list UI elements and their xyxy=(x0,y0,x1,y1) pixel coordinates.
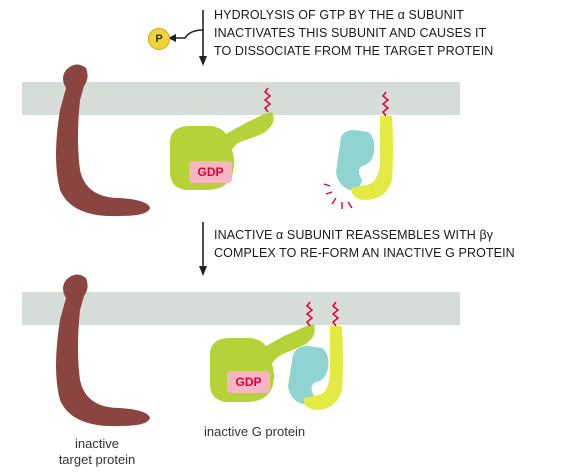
gdp-box-bottom xyxy=(227,371,270,393)
phosphate-label: P xyxy=(155,33,163,45)
phosphate-icon: P xyxy=(148,28,170,50)
lipid-anchor-icon xyxy=(305,301,314,327)
step1-line1: HYDROLYSIS OF GTP BY THE α SUBUNIT xyxy=(214,8,465,22)
g-protein-label: inactive G protein xyxy=(204,424,306,439)
target-protein-top xyxy=(56,64,150,217)
release-arrow xyxy=(172,29,204,39)
target-protein-label: inactive target protein xyxy=(42,436,152,468)
step2-caption: INACTIVE α SUBUNIT REASSEMBLES WITH βγ C… xyxy=(214,226,515,262)
target-protein-bottom xyxy=(56,274,150,427)
step2-line1: INACTIVE α SUBUNIT REASSEMBLES WITH βγ xyxy=(214,228,494,242)
target-label-line1: inactive xyxy=(74,436,120,451)
gdp-label-top: GDP xyxy=(197,165,224,179)
down-arrow-icon xyxy=(199,266,207,276)
release-arrowhead xyxy=(168,34,176,42)
membrane-bottom xyxy=(22,292,460,325)
burst-icon xyxy=(323,183,353,209)
gamma-subunit-bottom xyxy=(303,326,343,410)
step2-line2: COMPLEX TO RE-FORM AN INACTIVE G PROTEIN xyxy=(214,246,515,260)
lipid-anchor-icon xyxy=(331,301,340,327)
lipid-anchor-icon xyxy=(263,87,272,113)
gdp-box-top xyxy=(189,161,232,183)
step1-caption: HYDROLYSIS OF GTP BY THE α SUBUNIT INACT… xyxy=(214,6,493,60)
membrane-top xyxy=(22,82,460,115)
lipid-anchor-icon xyxy=(381,91,390,117)
down-arrow-icon xyxy=(199,56,207,66)
step1-line3: TO DISSOCIATE FROM THE TARGET PROTEIN xyxy=(214,44,494,58)
beta-subunit-bottom xyxy=(288,346,329,404)
gamma-subunit-top xyxy=(351,116,393,200)
step1-line2: INACTIVATES THIS SUBUNIT AND CAUSES IT xyxy=(214,26,487,40)
gdp-label-bottom: GDP xyxy=(235,375,262,389)
beta-subunit-top xyxy=(336,130,375,190)
target-label-line2: target protein xyxy=(58,452,136,467)
